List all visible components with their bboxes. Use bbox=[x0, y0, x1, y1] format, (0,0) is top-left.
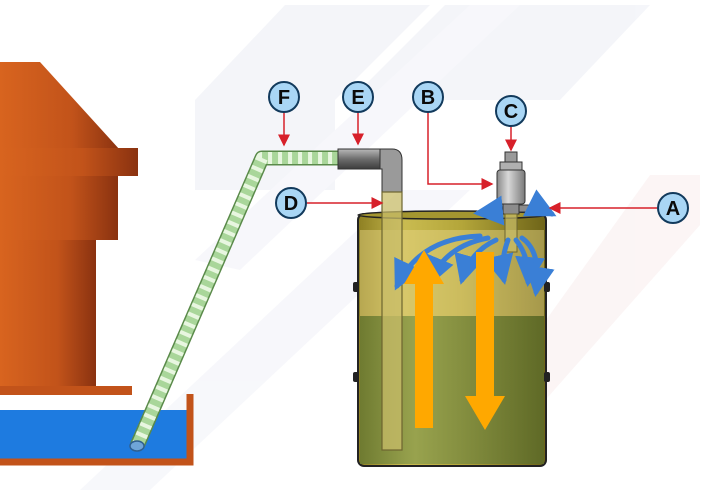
down-arrow bbox=[465, 252, 505, 430]
svg-text:E: E bbox=[351, 87, 364, 109]
machine-tool bbox=[0, 62, 138, 395]
up-arrow bbox=[404, 250, 444, 428]
svg-text:F: F bbox=[278, 87, 290, 109]
svg-text:A: A bbox=[666, 198, 680, 220]
svg-text:C: C bbox=[504, 101, 518, 123]
svg-text:B: B bbox=[421, 87, 435, 109]
elbow-fitting bbox=[337, 148, 403, 193]
callout-e: E bbox=[342, 81, 374, 113]
fill-flow-arrows bbox=[404, 250, 505, 430]
callout-b: B bbox=[412, 81, 444, 113]
callout-f: F bbox=[268, 81, 300, 113]
callout-a: A bbox=[657, 192, 689, 224]
callout-c: C bbox=[495, 95, 527, 127]
suction-hose bbox=[129, 150, 340, 452]
svg-text:D: D bbox=[284, 193, 298, 215]
callout-d: D bbox=[275, 187, 307, 219]
inlet-dip-tube bbox=[381, 191, 403, 451]
callout-pointers bbox=[278, 112, 657, 214]
coolant-sump bbox=[0, 394, 194, 466]
